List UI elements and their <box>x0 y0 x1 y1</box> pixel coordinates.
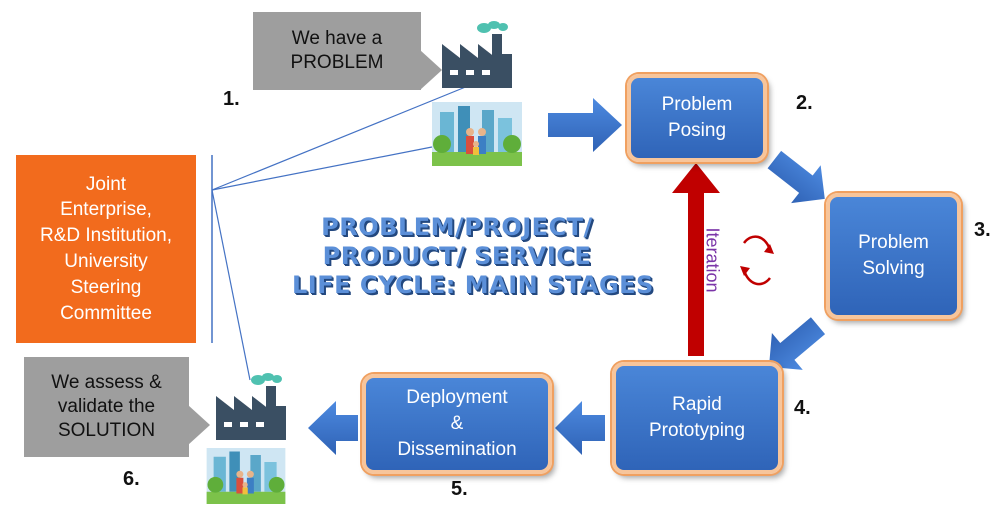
stage-problem-solving: Problem Solving <box>826 193 961 319</box>
title-line-3: LIFE CYCLE: MAIN STAGES <box>292 270 654 299</box>
diagram-title: PROBLEM/PROJECT/ PRODUCT/ SERVICE LIFE C… <box>292 213 654 299</box>
step-number-2: 2. <box>796 92 813 114</box>
problem-callout: We have a PROBLEM <box>253 12 421 90</box>
title-line-2: PRODUCT/ SERVICE <box>322 241 592 270</box>
city-family-icon <box>206 448 286 504</box>
factory-icon <box>442 21 512 88</box>
callout-pointer <box>188 405 210 445</box>
stage-deployment-dissemination: Deployment & Dissemination <box>362 374 552 474</box>
problem-callout-text: We have a PROBLEM <box>290 28 384 73</box>
arrow-to-problem-posing <box>548 98 622 152</box>
arrow-prototyping-to-deployment <box>555 401 605 455</box>
step-number-5: 5. <box>451 478 468 500</box>
iteration-label: Iteration <box>702 227 723 293</box>
step-number-6: 6. <box>123 468 140 490</box>
stage-label: Deployment & Dissemination <box>397 386 517 461</box>
cycle-arrows-icon <box>740 235 774 286</box>
arrow-posing-to-solving <box>767 150 825 204</box>
callout-pointer <box>420 50 442 90</box>
stage-label: Rapid Prototyping <box>648 393 746 441</box>
step-number-1: 1. <box>223 88 240 110</box>
stage-rapid-prototyping: Rapid Prototyping <box>612 362 782 474</box>
step-number-4: 4. <box>794 397 811 419</box>
arrow-solving-to-prototyping <box>768 317 826 370</box>
title-line-1: PROBLEM/PROJECT/ <box>321 213 593 241</box>
iteration-arrow <box>672 163 720 356</box>
solution-callout-text: We assess & validate the SOLUTION <box>51 372 162 441</box>
step-number-3: 3. <box>974 219 991 241</box>
stage-label: Problem Solving <box>858 231 929 279</box>
stage-label: Problem Posing <box>661 93 733 141</box>
city-family-icon <box>432 102 522 166</box>
steering-committee-text: Joint Enterprise, R&D Institution, Unive… <box>40 173 172 324</box>
factory-icon <box>216 373 286 440</box>
arrow-deployment-to-solution <box>308 401 358 455</box>
solution-callout: We assess & validate the SOLUTION <box>24 357 189 457</box>
stage-problem-posing: Problem Posing <box>627 74 767 162</box>
steering-committee-box: Joint Enterprise, R&D Institution, Unive… <box>16 155 196 343</box>
